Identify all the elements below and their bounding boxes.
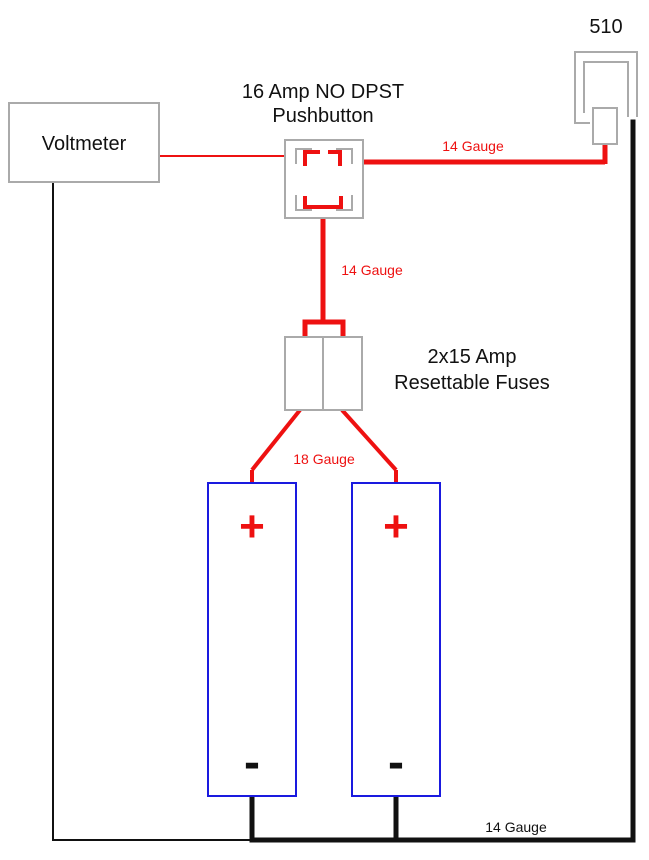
fuses-label-line2: Resettable Fuses — [394, 372, 550, 394]
battery-left-to-fuse-wire — [250, 408, 302, 472]
voltmeter: Voltmeter — [8, 102, 160, 183]
connector-inner-body — [583, 61, 629, 117]
connector-pin — [592, 107, 618, 145]
fuse-top-jumper — [302, 319, 346, 338]
switch-terminal-bottom-left — [295, 195, 312, 211]
fuses-label-line1: 2x15 Amp — [428, 346, 517, 368]
battery-right: + - — [351, 482, 441, 797]
connector-label: 510 — [589, 16, 622, 38]
switch-terminal-top-left — [295, 148, 312, 164]
voltmeter-box — [8, 102, 160, 183]
ground-wiring — [52, 119, 636, 843]
wire-label-battery-to-fuse: 18 Gauge — [293, 451, 355, 467]
switch-terminal-bottom-right — [336, 195, 353, 211]
battery-right-positive: + — [383, 502, 409, 551]
battery-left-body — [207, 482, 297, 797]
positive-wiring — [160, 142, 608, 483]
battery-right-negative: - — [388, 736, 404, 789]
fuse-left — [284, 336, 324, 411]
wire-label-fuse-to-switch: 14 Gauge — [341, 262, 403, 278]
switch-terminal-top-right — [336, 148, 353, 164]
resettable-fuses: 2x15 Amp Resettable Fuses — [284, 336, 550, 411]
battery-right-to-fuse-wire — [340, 408, 398, 472]
switch-label-line2: Pushbutton — [272, 105, 373, 127]
battery-left-negative: - — [244, 736, 260, 789]
connector-510: 510 — [574, 16, 638, 145]
switch-contact-top-left — [303, 150, 320, 166]
battery-left: + - — [207, 482, 297, 797]
wire-label-ground-return: 14 Gauge — [485, 819, 547, 835]
battery-left-positive: + — [239, 502, 265, 551]
voltmeter-label: Voltmeter — [42, 133, 127, 155]
battery-right-body — [351, 482, 441, 797]
wire-label-switch-to-510: 14 Gauge — [442, 138, 504, 154]
switch-label-line1: 16 Amp NO DPST — [242, 81, 404, 103]
switch-contact-top-right — [328, 150, 342, 166]
connector-outer-body — [574, 51, 638, 124]
fuse-right — [322, 336, 363, 411]
pushbutton-switch: 16 Amp NO DPST Pushbutton — [242, 81, 404, 219]
switch-contact-bottom — [303, 196, 343, 209]
